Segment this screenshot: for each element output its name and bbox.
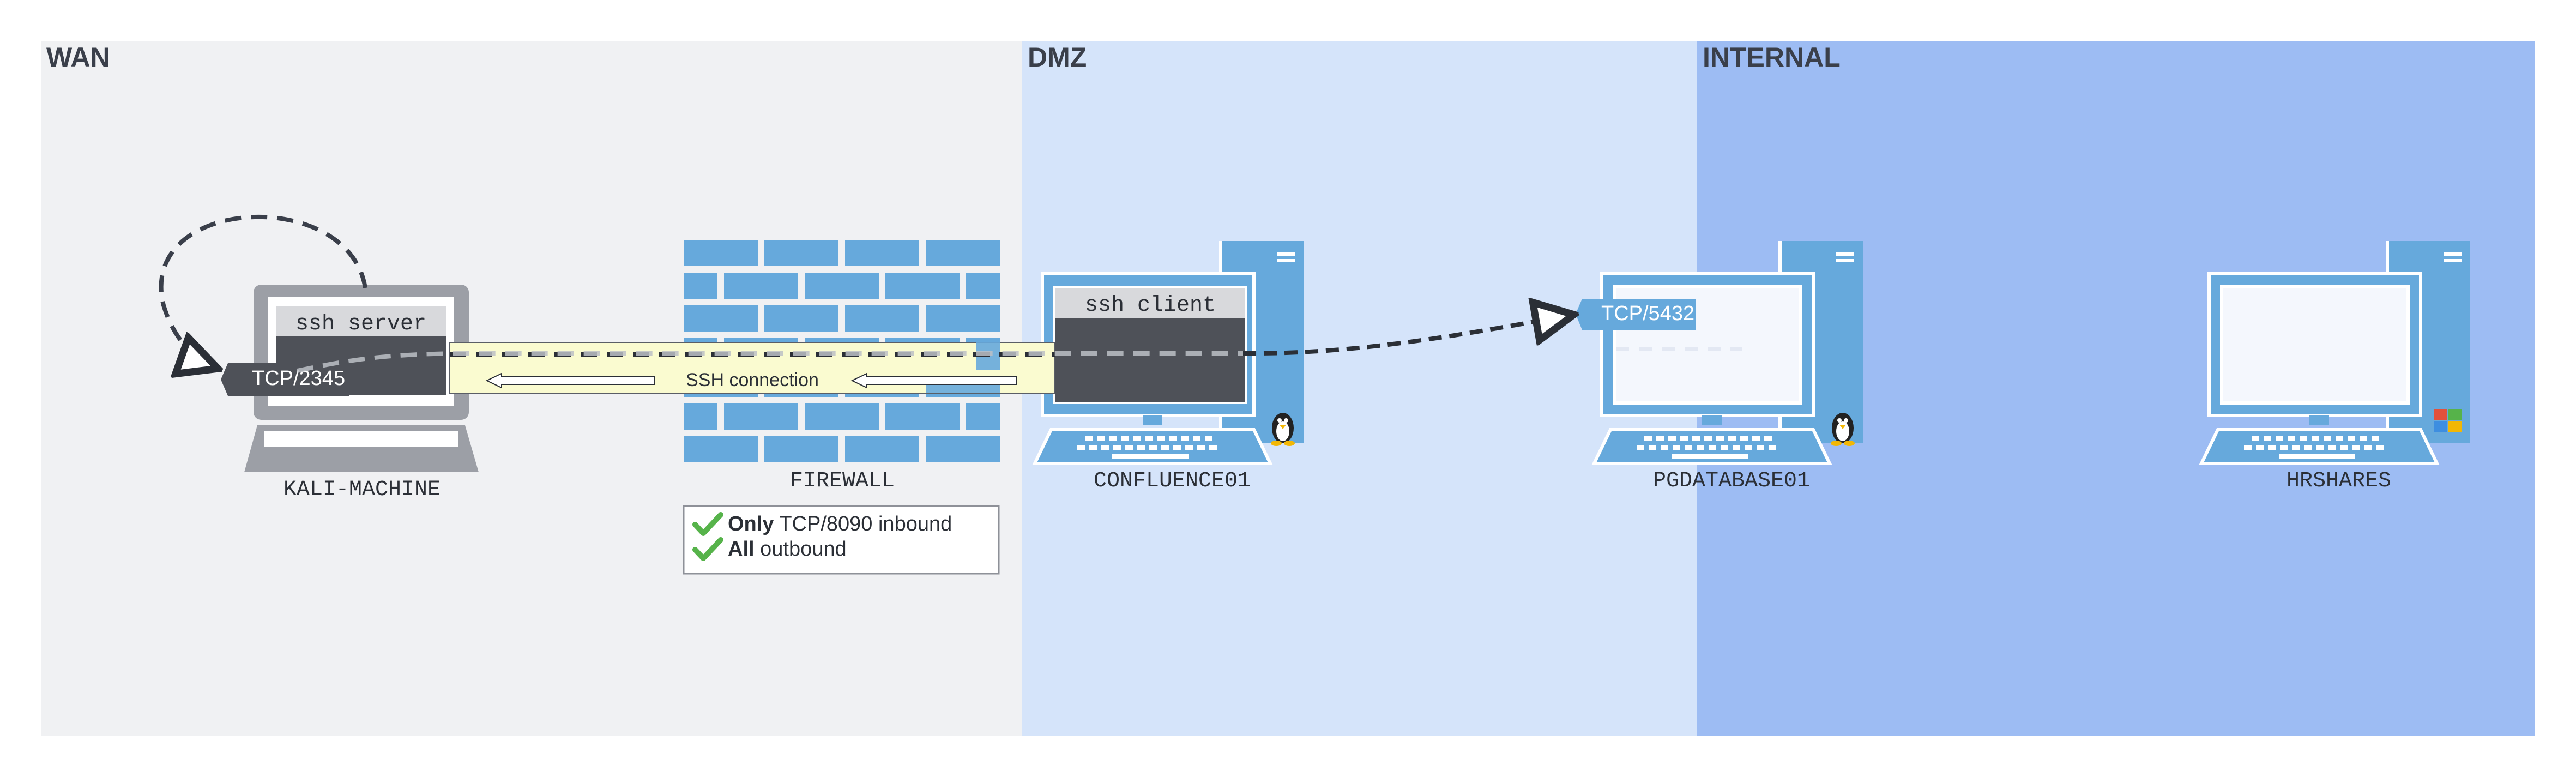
kali-terminal-title: ssh server xyxy=(295,312,426,336)
firewall-rule-1-bold: Only xyxy=(728,513,774,535)
pgdatabase-forward-arrow xyxy=(1242,315,1574,356)
kali-label: KALI-MACHINE xyxy=(283,478,441,502)
pgdatabase-port-tag xyxy=(1576,299,1696,330)
check-icon xyxy=(692,537,723,561)
tunnel-right-arrow xyxy=(850,372,1017,389)
hrshares-label: HRSHARES xyxy=(2287,469,2391,493)
firewall-rule-1-rest: TCP/8090 inbound xyxy=(774,513,952,535)
check-icon xyxy=(692,512,723,536)
tunnel-left-arrow xyxy=(485,372,655,389)
pgdatabase-computer-icon xyxy=(1591,241,1863,465)
tux-icon xyxy=(1831,413,1855,446)
kali-terminal xyxy=(274,304,448,397)
firewall-rule-2: All outbound xyxy=(728,538,847,561)
tunnel-label: SSH connection xyxy=(686,370,819,390)
zone-internal-title: INTERNAL xyxy=(1703,42,1841,73)
pgdatabase-port-label: TCP/5432 xyxy=(1601,302,1694,325)
pgdatabase-keyboard-keys xyxy=(1637,436,1776,459)
confluence-terminal xyxy=(1053,286,1247,404)
hrshares-keyboard-keys xyxy=(2244,436,2384,459)
firewall-label: FIREWALL xyxy=(790,469,895,493)
firewall-rule-2-bold: All xyxy=(728,538,755,561)
windows-logo-icon xyxy=(2434,409,2462,432)
pgdatabase-label: PGDATABASE01 xyxy=(1653,469,1810,493)
kali-port-tag xyxy=(221,363,349,396)
confluence-terminal-title: ssh client xyxy=(1085,293,1216,318)
confluence-keyboard-keys xyxy=(1077,436,1217,459)
firewall-rules-box xyxy=(683,505,1000,575)
firewall-rule-1: Only TCP/8090 inbound xyxy=(728,513,952,535)
firewall-rule-2-rest: outbound xyxy=(755,538,847,561)
confluence-label: CONFLUENCE01 xyxy=(1094,469,1251,493)
hrshares-computer-icon xyxy=(2199,241,2470,465)
local-forward-path xyxy=(297,351,1243,373)
zone-dmz-title: DMZ xyxy=(1028,42,1087,73)
tux-icon xyxy=(1271,413,1295,446)
zone-wan-title: WAN xyxy=(46,42,110,73)
kali-loopback-arrow xyxy=(159,215,367,369)
